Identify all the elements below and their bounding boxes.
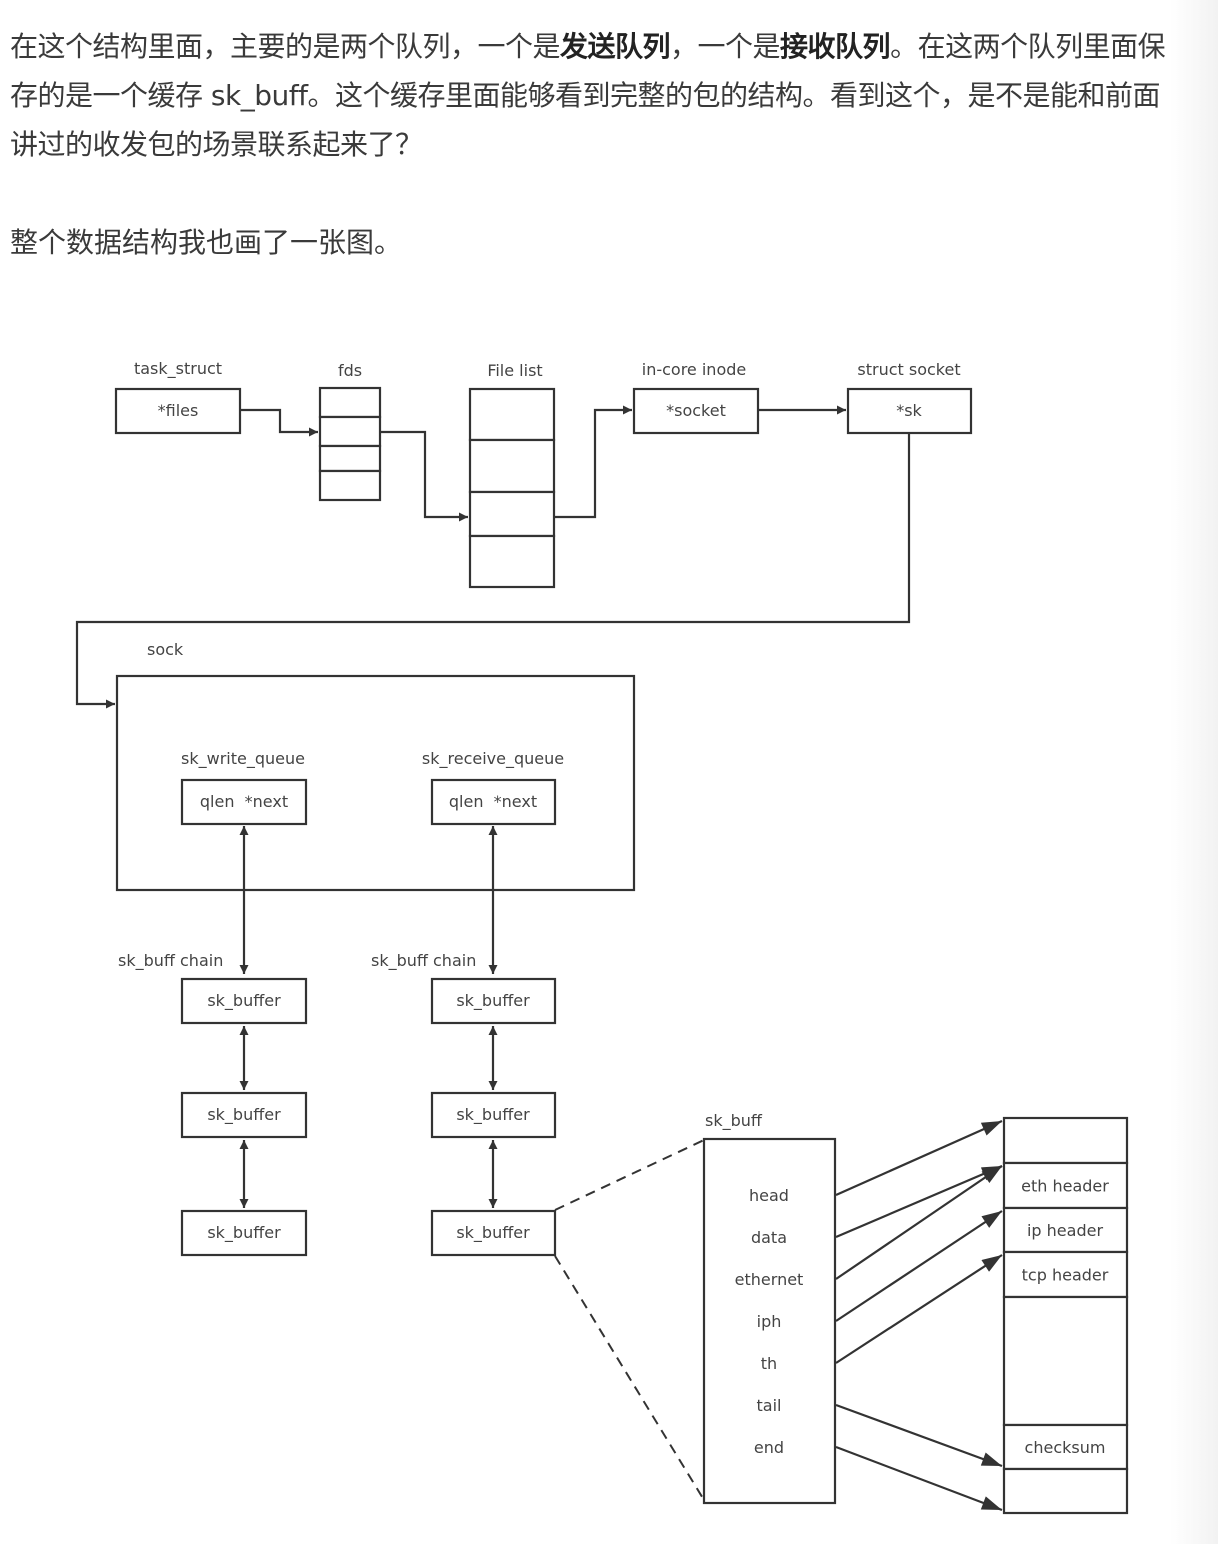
- fds-slot: [318, 469, 382, 502]
- packet-segment-label: ip header: [1027, 1221, 1103, 1240]
- struct-socket-box: [846, 387, 973, 435]
- sk-buffer-box: [180, 1091, 308, 1139]
- packet-segment: [1002, 1250, 1129, 1299]
- fds-slot: [318, 386, 382, 419]
- fds-node: fds: [318, 361, 382, 502]
- sk-buffer-label: sk_buffer: [456, 1105, 530, 1125]
- packet-segment-label: checksum: [1025, 1438, 1106, 1457]
- bold-receive-queue: 接收队列: [780, 30, 891, 63]
- receive-queue-field: qlen *next: [449, 792, 537, 811]
- diagram-intro-paragraph: 整个数据结构我也画了一张图。: [10, 226, 403, 259]
- intro-paragraph: 在这个结构里面，主要的是两个队列，一个是发送队列，一个是接收队列。在这两个队列里…: [10, 22, 1180, 169]
- pointer-arrow-iph: [835, 1210, 1003, 1322]
- pointer-arrow-tail: [835, 1403, 1003, 1468]
- sk-buff-title: sk_buff: [705, 1111, 763, 1131]
- page-edge-shadow: [1170, 0, 1218, 1544]
- socket-field: *socket: [666, 401, 726, 420]
- struct-socket-node: struct socket *sk: [846, 360, 973, 435]
- struct-socket-title: struct socket: [857, 360, 960, 379]
- sk-buff-field-ethernet: ethernet: [735, 1270, 804, 1289]
- sk-buff-field-th: th: [761, 1354, 777, 1373]
- sk-buffer-box: [430, 977, 557, 1025]
- file-list-node: File list: [468, 361, 556, 589]
- sock-node: sock sk_write_queue qlen *next sk_receiv…: [115, 640, 636, 892]
- receive-queue-title: sk_receive_queue: [422, 749, 564, 769]
- write-chain: sk_buff chain sk_buffer sk_buffer sk_buf…: [118, 951, 308, 1257]
- zoom-line-bottom: [554, 1255, 705, 1501]
- packet-buffer: eth header ip header tcp header checksum: [1002, 1116, 1129, 1515]
- chain-title: sk_buff chain: [371, 951, 476, 971]
- packet-segment: [1002, 1295, 1129, 1427]
- packet-segment-label: eth header: [1021, 1177, 1109, 1196]
- inode-title: in-core inode: [642, 360, 746, 379]
- sk-buffer-box: [430, 1091, 557, 1139]
- chain-title: sk_buff chain: [118, 951, 223, 971]
- text-segment: ，一个是: [670, 30, 781, 63]
- inode-node: in-core inode *socket: [632, 360, 760, 435]
- file-list-slot: [468, 387, 556, 442]
- bold-send-queue: 发送队列: [560, 30, 671, 63]
- article-body: 在这个结构里面，主要的是两个队列，一个是发送队列，一个是接收队列。在这两个队列里…: [10, 22, 1180, 169]
- fds-to-filelist-arrow: [380, 430, 468, 522]
- sk-buffer-box: [430, 1209, 557, 1257]
- sk-buff-field-head: head: [749, 1186, 789, 1205]
- file-list-slot: [468, 438, 556, 494]
- write-queue-field: qlen *next: [200, 792, 288, 811]
- sk-buffer-label: sk_buffer: [456, 991, 530, 1011]
- sk-buff-field-iph: iph: [757, 1312, 782, 1331]
- packet-segment: [1002, 1206, 1129, 1254]
- files-field: *files: [158, 401, 199, 420]
- sk-buff-box: [702, 1137, 837, 1505]
- write-queue-title: sk_write_queue: [181, 749, 305, 769]
- socket-to-sock-arrow: [75, 433, 911, 709]
- sk-buffer-label: sk_buffer: [207, 991, 281, 1011]
- packet-segment: [1002, 1467, 1129, 1515]
- zoom-line-top: [554, 1139, 705, 1211]
- sk-buff-field-end: end: [754, 1438, 784, 1457]
- filelist-to-inode-arrow: [554, 405, 632, 519]
- file-list-slot: [468, 490, 556, 538]
- sk-buffer-label: sk_buffer: [456, 1223, 530, 1243]
- sk-buff-field-data: data: [751, 1228, 787, 1247]
- sk-buffer-box: [180, 1209, 308, 1257]
- pointer-arrow-th: [835, 1254, 1003, 1364]
- pointer-arrow-ethernet: [835, 1165, 1003, 1280]
- file-list-slot: [468, 534, 556, 589]
- packet-segment-label: tcp header: [1022, 1266, 1109, 1285]
- pointer-arrow-data: [835, 1164, 1003, 1239]
- files-to-fds-arrow: [240, 408, 318, 437]
- sk-buff-detail: sk_buff head data ethernet iph th tail end: [702, 1111, 837, 1505]
- fds-slot: [318, 444, 382, 473]
- text-segment: 在这个结构里面，主要的是两个队列，一个是: [10, 30, 561, 63]
- packet-segment: [1002, 1116, 1129, 1165]
- sock-title: sock: [147, 640, 184, 659]
- sk-field: *sk: [896, 401, 922, 420]
- sk-buffer-box: [180, 977, 308, 1025]
- sk-buffer-label: sk_buffer: [207, 1105, 281, 1125]
- receive-chain: sk_buff chain sk_buffer sk_buffer sk_buf…: [371, 951, 557, 1257]
- task-struct-node: task_struct *files: [114, 359, 242, 435]
- sk-buff-field-tail: tail: [757, 1396, 782, 1415]
- fds-slot: [318, 415, 382, 448]
- receive-queue-box: [430, 778, 557, 826]
- pointer-arrow-head: [835, 1119, 1003, 1197]
- task-struct-title: task_struct: [134, 359, 222, 379]
- sk-buffer-label: sk_buffer: [207, 1223, 281, 1243]
- fds-title: fds: [338, 361, 362, 380]
- text-segment: 。在这两个队列里面保存的是一个缓存 sk_buff。这个缓存里面能够看到完整的包…: [10, 30, 1166, 161]
- file-list-title: File list: [487, 361, 542, 380]
- pointer-arrow-end: [835, 1445, 1003, 1512]
- write-queue-box: [180, 778, 308, 826]
